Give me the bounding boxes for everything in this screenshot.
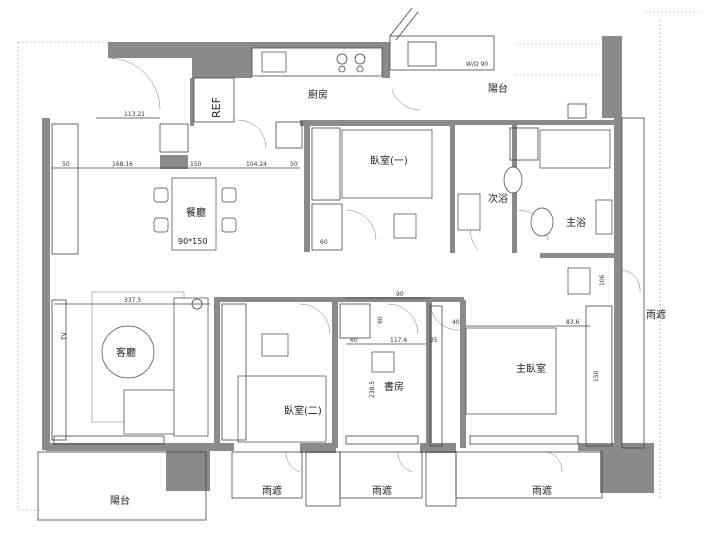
room-label-study: 書房: [384, 380, 404, 393]
room-label-rain-shelter-right: 雨遮: [646, 308, 666, 321]
dim-label: 83.6: [566, 319, 580, 326]
dim-label: 104.24: [246, 161, 267, 168]
bathroom-fixtures: [457, 127, 613, 237]
top-balcony: [389, 7, 587, 119]
fridge-label: REF: [210, 97, 223, 118]
dim-label: 40: [452, 319, 460, 326]
dim-label: 238.5: [369, 381, 376, 398]
dim-label: 168.16: [112, 161, 133, 168]
dim-label: 117.4: [390, 337, 407, 344]
dim-label: 150: [593, 370, 600, 382]
dim-label: 50: [62, 161, 70, 168]
dim-label: 113.21: [124, 111, 145, 118]
guide-lines: [17, 11, 702, 511]
room-label-dining: 餐廳: [186, 206, 206, 219]
living-furniture: [51, 123, 209, 441]
room-label-kitchen: 廚房: [308, 88, 328, 101]
room-label-rain-shelter-1: 雨遮: [262, 484, 282, 497]
dim-label: 60: [320, 239, 328, 246]
beds: [237, 129, 591, 443]
lower-ledges: [37, 117, 645, 521]
dim-label: 150: [190, 161, 202, 168]
dim-label: 50: [290, 161, 298, 168]
room-label-rain-shelter-2: 雨遮: [372, 484, 392, 497]
wardrobes: [221, 127, 613, 447]
room-label-rain-shelter-3: 雨遮: [532, 484, 552, 497]
sliding-doors: [53, 435, 579, 445]
dim-label: 106: [599, 274, 606, 286]
table-size-label: 90*150: [178, 237, 207, 246]
dimension-lines: [52, 117, 590, 345]
kitchen-counter: [159, 47, 383, 153]
room-label-guest-bath: 次浴: [488, 192, 508, 205]
room-label-master-bedroom: 主臥室: [516, 362, 546, 375]
dining-set: [153, 177, 237, 251]
dim-label: 90: [377, 316, 384, 324]
washer-note: W/D 90: [466, 61, 488, 68]
dim-label: 35: [430, 337, 438, 344]
room-label-living: 客廳: [116, 346, 136, 359]
room-label-master-bath: 主浴: [566, 217, 586, 229]
interior-walls: [160, 78, 620, 448]
room-label-bedroom2: 臥室(二): [284, 404, 322, 417]
exterior-walls: [42, 36, 654, 493]
room-label-balcony-bottom: 陽台: [110, 494, 130, 507]
dim-label: 90: [396, 291, 404, 298]
room-label-balcony-top: 陽台: [488, 82, 508, 95]
dim-label: 337.5: [124, 297, 141, 304]
dim-label: 60: [350, 337, 358, 344]
room-label-bedroom1: 臥室(一): [370, 154, 408, 167]
tv-label: TV: [61, 331, 68, 341]
